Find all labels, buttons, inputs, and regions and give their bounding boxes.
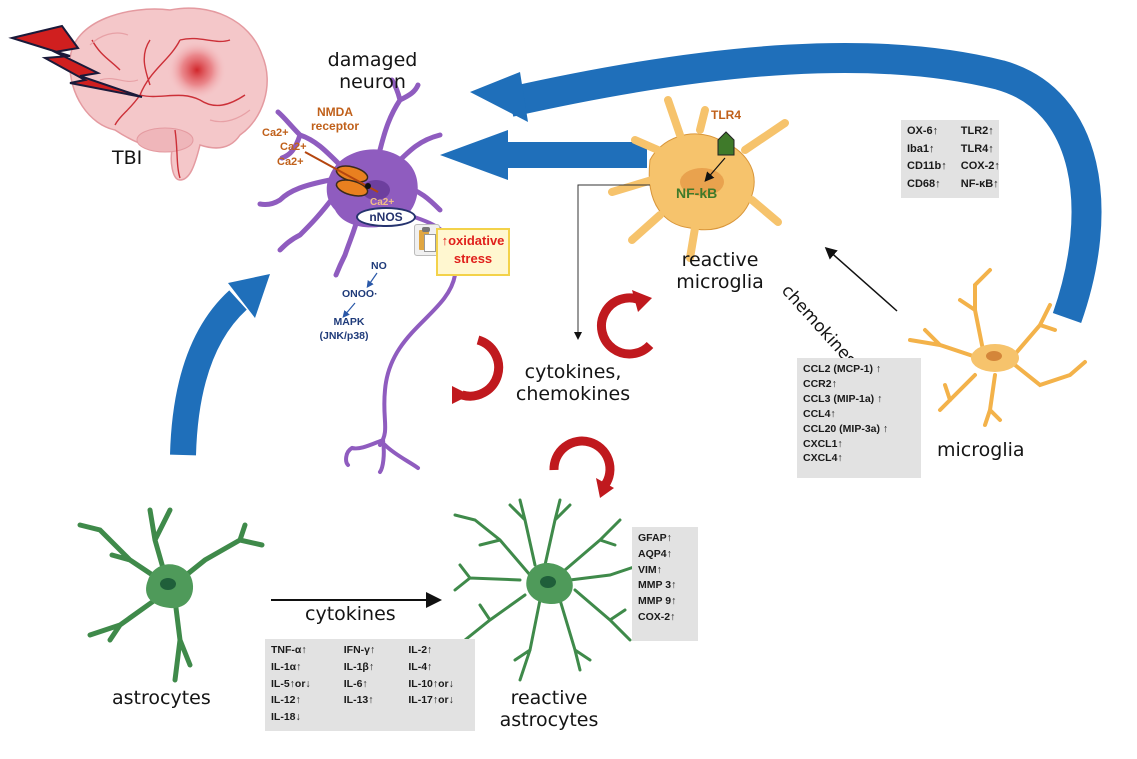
feedback-arrow-right <box>597 290 654 359</box>
marker: TLR2↑ <box>960 125 994 137</box>
center-line1: cytokines, <box>524 361 622 383</box>
calcium-ion-label: Ca2+ <box>277 156 304 168</box>
arrow-reactive-microglia-to-neuron <box>440 130 647 180</box>
lightning-bolt-icon <box>8 24 143 98</box>
reactive-microglia-line1: reactive <box>681 249 759 271</box>
reactive-microglia-label: reactive microglia <box>670 249 770 294</box>
oxidative-line1: ↑oxidative <box>441 233 505 248</box>
marker: IL-18↓ <box>271 711 301 724</box>
astrocyte-markers-box: GFAP↑ AQP4↑ VIM↑ MMP 3↑ MMP 9↑ COX-2↑ <box>632 527 698 641</box>
marker: CD11b↑ <box>907 160 947 172</box>
marker: IL-1β↑ <box>343 660 375 673</box>
astrocytes-label: astrocytes <box>112 687 211 709</box>
astrocyte-icon <box>77 507 265 683</box>
reactive-astrocytes-line2: astrocytes <box>499 708 599 731</box>
marker: CCL3 (MIP-1a) ↑ <box>803 392 883 405</box>
marker: IL-1α↑ <box>271 660 302 673</box>
microglia-icon <box>908 268 1087 427</box>
oxidative-line2: stress <box>453 250 493 266</box>
arrow-onoo-to-mapk <box>342 302 356 318</box>
marker: CCL2 (MCP-1) ↑ <box>803 363 882 375</box>
cytokines-edge-label: cytokines <box>305 603 396 625</box>
pathway-no: NO <box>371 260 387 272</box>
marker: TNF-α↑ <box>271 644 307 656</box>
calcium-ion-label: Ca2+ <box>280 141 307 153</box>
reactive-astrocytes-label: reactive astrocytes <box>484 687 614 732</box>
marker: AQP4↑ <box>638 547 672 560</box>
marker: CCL20 (MIP-3a) ↑ <box>803 422 889 435</box>
neuron-icon <box>257 77 458 474</box>
marker: CCL4↑ <box>803 407 836 420</box>
calcium-ion-label: Ca2+ <box>262 127 289 139</box>
chemokine-markers-box: CCL2 (MCP-1) ↑ CCR2↑ CCL3 (MIP-1a) ↑ CCL… <box>797 358 921 478</box>
center-line2: chemokines <box>515 382 631 405</box>
nmda-line1: NMDA <box>317 105 354 119</box>
nnos-label: nNOS <box>356 207 416 227</box>
damaged-neuron-label-line2: neuron <box>339 70 406 93</box>
reactive-astrocytes-line1: reactive <box>510 687 588 709</box>
reactive-astrocyte-nucleus <box>540 576 556 588</box>
marker: CXCL1↑ <box>803 437 843 450</box>
marker: MMP 3↑ <box>638 579 677 592</box>
cytokine-markers-box: TNF-α↑ IFN-γ↑ IL-2↑ IL-1α↑ IL-1β↑ IL-4↑ … <box>265 639 475 731</box>
marker: MMP 9↑ <box>638 595 677 607</box>
damaged-neuron-label: damaged neuron <box>325 49 420 94</box>
pathway-jnk-p38: (JNK/p38) <box>319 330 369 342</box>
marker: CXCL4↑ <box>803 452 843 465</box>
marker: IFN-γ↑ <box>343 644 376 656</box>
marker: IL-6↑ <box>343 677 368 690</box>
marker: CD68↑ <box>907 177 941 190</box>
marker: IL-4↑ <box>408 660 433 673</box>
feedback-arrow-bottom <box>549 436 615 498</box>
marker: COX-2↑ <box>960 160 1000 172</box>
tlr4-label: TLR4 <box>711 108 741 122</box>
oxidative-stress-box: ↑oxidative stress <box>436 228 510 276</box>
nmda-line2: receptor <box>311 119 360 133</box>
arrow-chemokines <box>824 247 898 312</box>
marker: OX-6↑ <box>907 125 939 137</box>
astrocyte-nucleus <box>160 578 176 590</box>
marker: Iba1↑ <box>907 142 935 155</box>
nmda-receptor-label: NMDA receptor <box>311 105 359 133</box>
marker: NF-κB↑ <box>960 177 999 190</box>
marker: VIM↑ <box>638 563 662 576</box>
marker: GFAP↑ <box>638 532 672 544</box>
marker: COX-2↑ <box>638 610 676 623</box>
marker: TLR4↑ <box>960 142 994 155</box>
cytokines-chemokines-label: cytokines, chemokines <box>498 361 648 406</box>
damaged-neuron-label-line1: damaged <box>327 49 418 71</box>
microglia-label: microglia <box>937 439 1025 461</box>
reactive-astrocyte-icon <box>453 498 642 682</box>
reactive-microglia-icon <box>608 96 789 262</box>
calcium-inside-label: Ca2+ <box>370 197 395 208</box>
reactive-microglia-line2: microglia <box>676 270 764 293</box>
pathway-mapk: MAPK <box>333 316 365 328</box>
clipboard-icon <box>414 224 440 256</box>
nmda-receptor-icon <box>304 151 379 197</box>
marker: IL-2↑ <box>408 644 433 656</box>
brain-icon <box>69 7 268 181</box>
microglia-markers-box: OX-6↑ TLR2↑ Iba1↑ TLR4↑ CD11b↑ COX-2↑ CD… <box>901 120 1000 198</box>
marker: IL-17↑or↓ <box>408 694 454 707</box>
tbi-label: TBI <box>112 147 143 169</box>
marker: IL-13↑ <box>343 694 374 707</box>
arrow-astrocytes-to-neuron <box>170 274 270 456</box>
arrow-no-to-onoo <box>366 272 378 288</box>
feedback-arrow-left <box>452 335 504 404</box>
microglia-nucleus <box>986 351 1002 361</box>
marker: IL-12↑ <box>271 694 301 707</box>
connector-microglia-to-cytokines <box>574 184 650 340</box>
arrow-microglia-to-neuron <box>470 42 1102 323</box>
marker: IL-10↑or↓ <box>408 677 454 690</box>
pathway-onoo: ONOO· <box>342 288 378 300</box>
marker: CCR2↑ <box>803 377 837 390</box>
nfkb-label: NF-kB <box>676 185 718 201</box>
marker: IL-5↑or↓ <box>271 677 311 690</box>
